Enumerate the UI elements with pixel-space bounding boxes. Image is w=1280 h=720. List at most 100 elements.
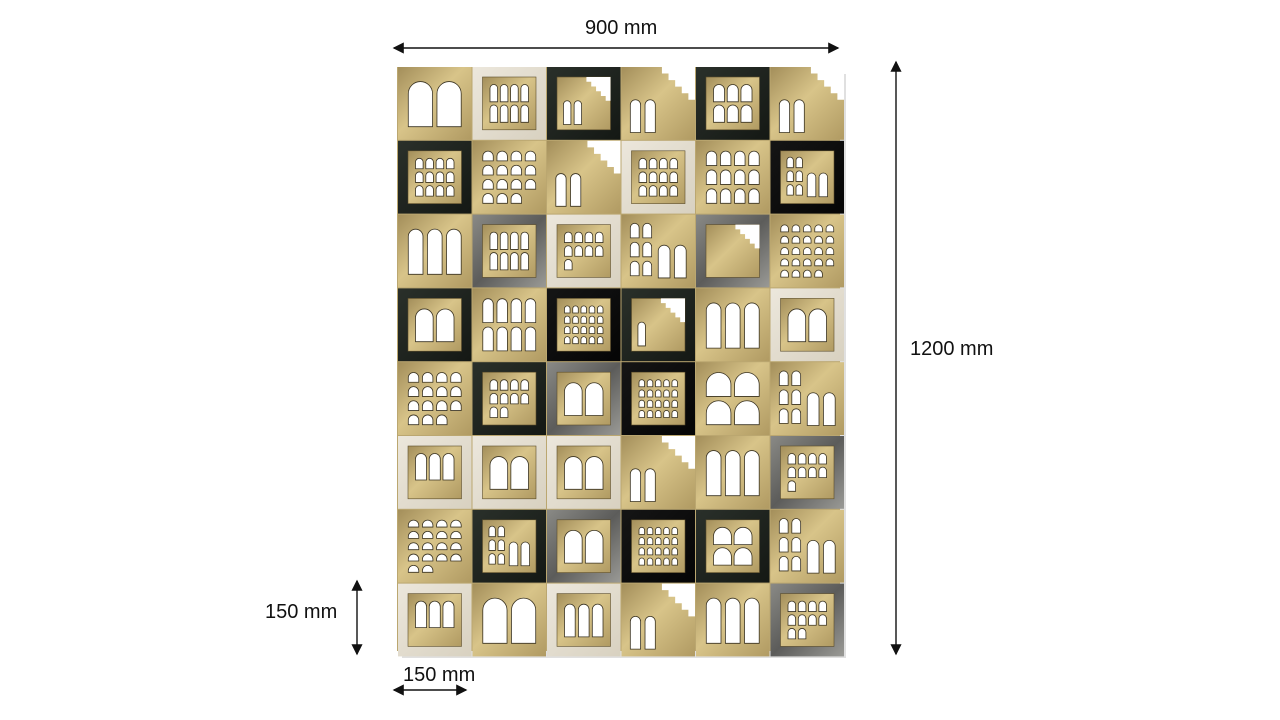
arch-opening [407, 386, 420, 397]
arch-opening [803, 224, 812, 233]
arch-opening [648, 185, 658, 197]
tile [398, 362, 472, 435]
arch-opening [564, 305, 571, 314]
arch-opening [808, 614, 817, 626]
arch-opening [663, 526, 670, 535]
arch-opening [570, 173, 582, 207]
arch-opening [663, 537, 670, 546]
arch-opening [748, 169, 760, 185]
arch-opening [496, 164, 508, 176]
tile [472, 509, 546, 583]
arch-opening [787, 600, 797, 612]
arch-opening [422, 372, 434, 383]
arch-opening [524, 164, 537, 176]
arch-opening [814, 258, 823, 267]
stair-cutout [586, 77, 611, 101]
arch-opening [814, 269, 823, 278]
arch-opening [671, 557, 678, 566]
tile [398, 436, 472, 509]
arch-opening [825, 235, 835, 244]
arch-opening [791, 389, 802, 405]
arch-opening [510, 252, 519, 271]
tile [770, 583, 844, 657]
arch-opening [564, 245, 573, 257]
arch-opening [445, 157, 455, 170]
arch-opening [663, 410, 670, 418]
arch-opening [425, 157, 434, 170]
arch-opening [791, 537, 802, 553]
arch-opening [499, 231, 509, 250]
arch-opening [787, 453, 797, 465]
arch-opening [520, 84, 529, 103]
arch-opening [496, 179, 508, 190]
tile [696, 509, 770, 583]
tile [621, 288, 695, 362]
arch-opening [407, 553, 420, 562]
arch-opening [780, 247, 789, 255]
arch-opening [725, 450, 741, 497]
arch-opening [705, 150, 718, 166]
width-label: 900 mm [585, 17, 658, 39]
arch-opening [671, 537, 678, 546]
arch-opening [499, 104, 509, 123]
tile [398, 140, 472, 214]
arch-opening [825, 247, 835, 255]
arch-opening [705, 400, 732, 426]
arch-opening [427, 228, 443, 275]
tile [472, 288, 546, 362]
arch-opening [572, 315, 579, 324]
arch-opening [510, 392, 519, 405]
arch-opening [725, 302, 741, 349]
arch-opening [713, 526, 732, 546]
arch-opening [450, 386, 462, 397]
tile [547, 583, 621, 657]
arch-opening [594, 245, 604, 257]
stair-cutout [661, 436, 695, 469]
arch-opening [574, 231, 583, 243]
tile [770, 67, 844, 140]
arch-opening [744, 302, 760, 349]
arch-opening [436, 400, 448, 411]
arch-opening [748, 150, 760, 166]
arch-opening [803, 258, 812, 267]
tile [398, 288, 472, 362]
tile-height-label: 150 mm [265, 601, 338, 623]
arch-opening [778, 537, 789, 553]
arch-opening [655, 410, 662, 418]
arch-opening [435, 171, 445, 183]
arch-opening [663, 399, 670, 408]
height-label: 1200 mm [910, 338, 994, 360]
tile [696, 362, 770, 435]
arch-opening [584, 456, 604, 490]
arch-opening [814, 224, 823, 233]
arch-opening [803, 269, 812, 278]
arch-opening [669, 157, 678, 170]
arch-opening [791, 408, 802, 424]
arch-opening [791, 555, 802, 572]
arch-opening [425, 171, 434, 183]
arch-opening [806, 172, 817, 198]
arch-opening [578, 603, 590, 638]
arch-opening [510, 179, 522, 190]
stair-cutout [660, 298, 685, 323]
arch-opening [734, 372, 760, 397]
arch-opening [422, 519, 434, 528]
arch-opening [573, 100, 583, 125]
arch-opening [734, 188, 746, 204]
arch-opening [499, 392, 509, 405]
tile [547, 509, 621, 583]
arch-opening [642, 260, 653, 277]
tile [398, 583, 472, 657]
arch-opening [825, 258, 835, 267]
arch-opening [823, 392, 836, 426]
arch-opening [793, 99, 805, 133]
arch-opening [489, 104, 499, 123]
arch-opening [734, 400, 760, 426]
arch-opening [425, 185, 434, 197]
tile [472, 140, 546, 214]
arch-opening [588, 336, 596, 345]
arch-opening [497, 539, 505, 551]
arch-opening [733, 547, 753, 566]
arch-opening [496, 298, 508, 324]
arch-opening [407, 414, 420, 426]
